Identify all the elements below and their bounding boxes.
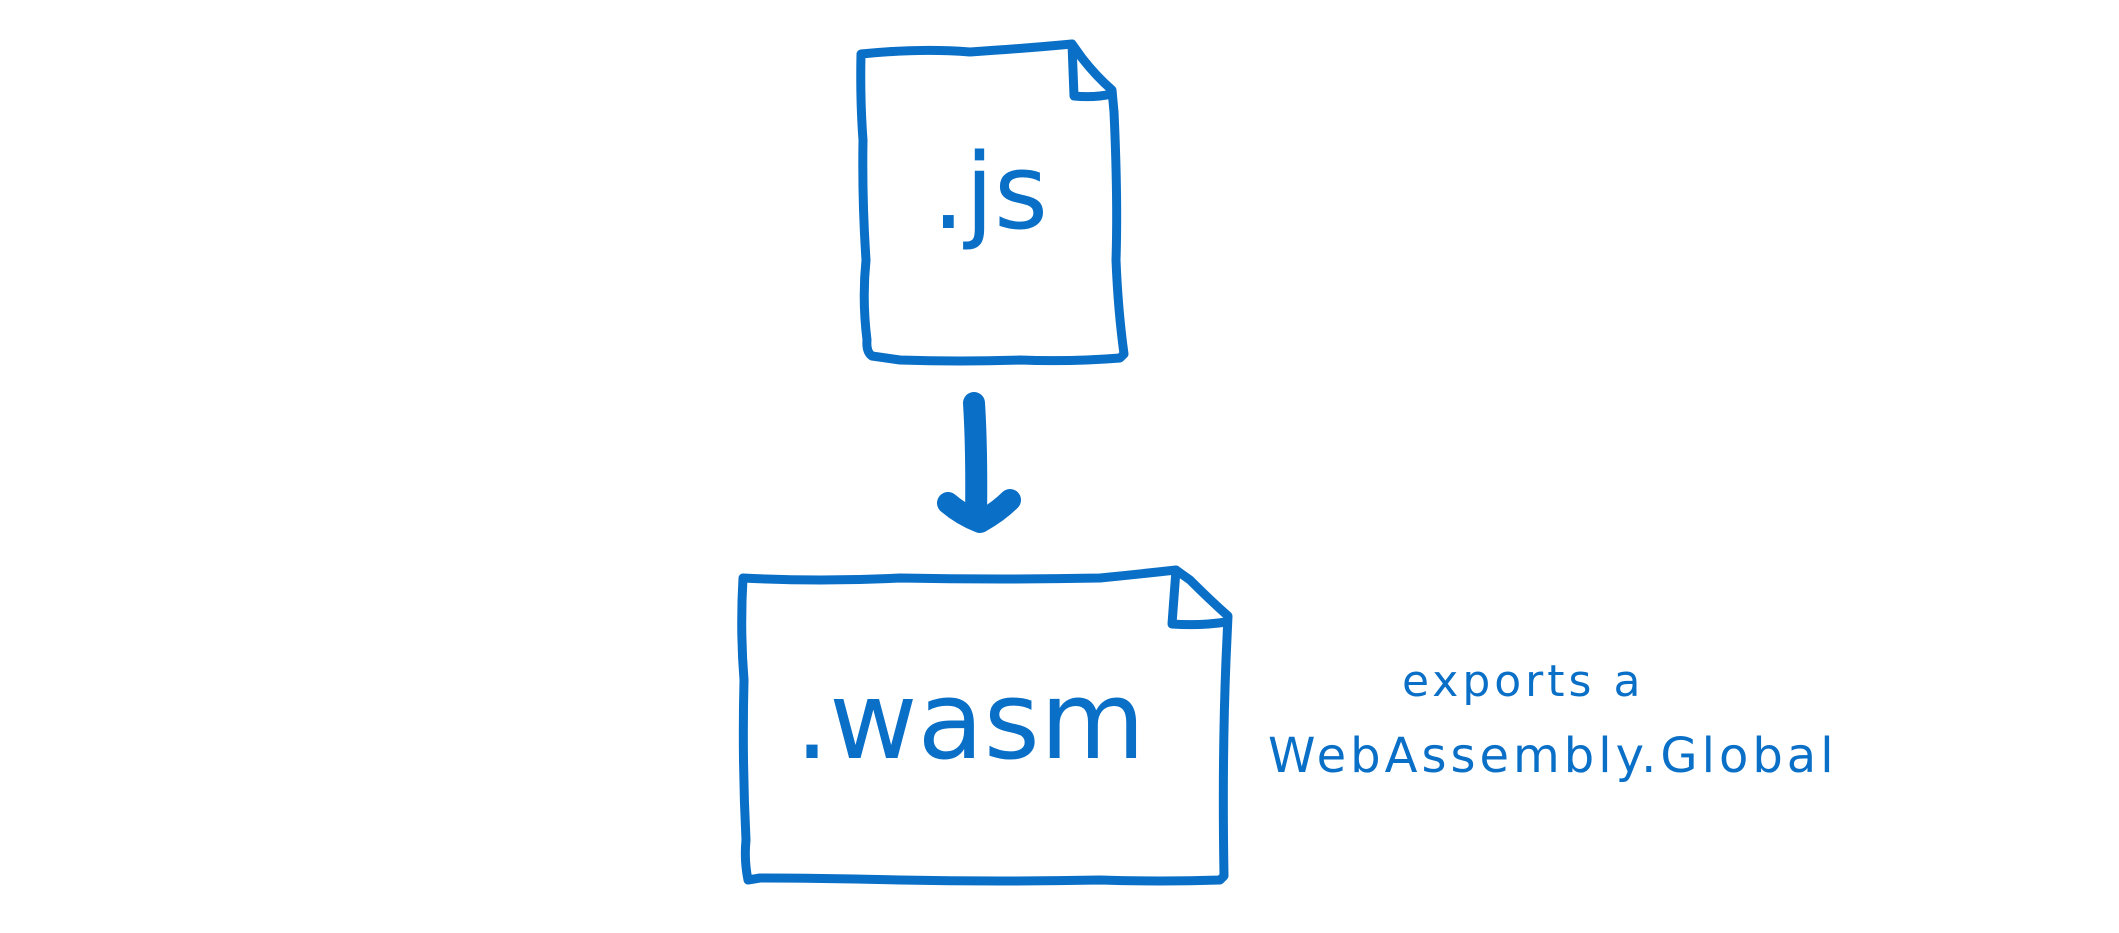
arrow-head: [937, 489, 1021, 533]
wasm-file-fold-icon: [1167, 565, 1231, 630]
js-file-outline: [856, 39, 1129, 366]
annotation-line-2: WebAssembly.Global: [1268, 728, 1838, 784]
wasm-file-outline: [737, 565, 1233, 886]
js-file: [856, 39, 1129, 366]
annotation-line-1: exports a: [1402, 656, 1644, 707]
wasm-file: [737, 565, 1233, 886]
arrow-down-icon: [937, 392, 1021, 533]
js-file-label: .js: [932, 131, 1048, 253]
arrow-shaft: [963, 392, 988, 531]
wasm-file-label: .wasm: [795, 659, 1145, 784]
js-file-fold-icon: [1067, 39, 1117, 102]
